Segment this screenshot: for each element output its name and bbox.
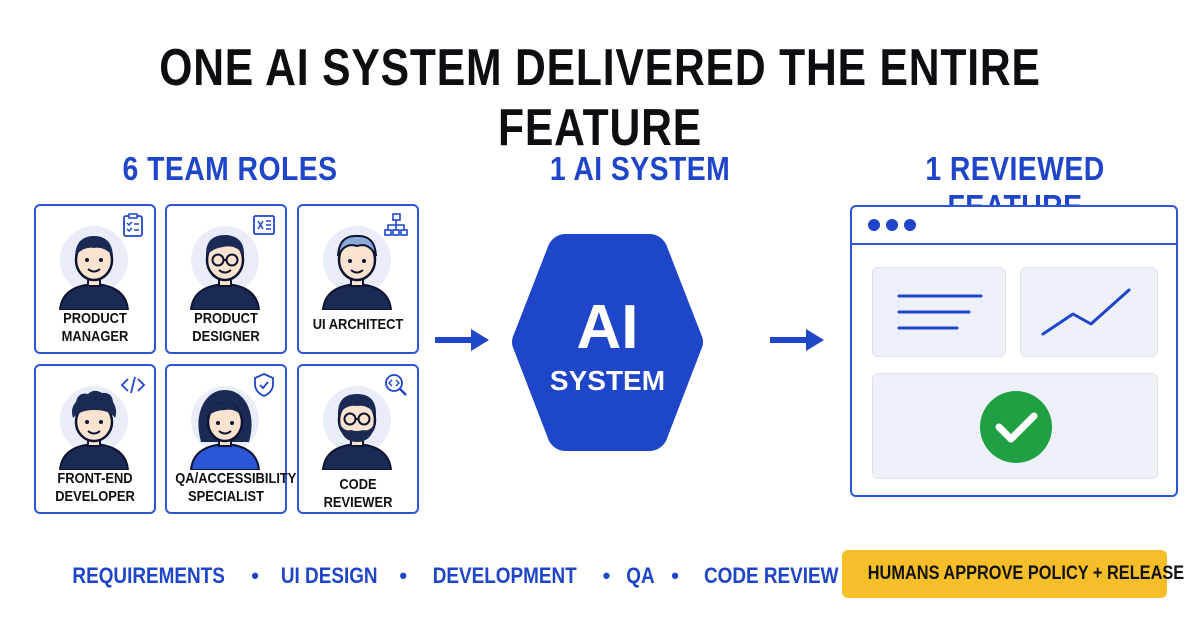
- step-development: DEVELOPMENT: [432, 563, 577, 588]
- step-requirements: REQUIREMENTS: [72, 563, 225, 588]
- sitemap-icon: [384, 213, 408, 236]
- ai-system-heading: 1 AI SYSTEM: [549, 150, 731, 187]
- code-brackets-icon: [120, 376, 146, 394]
- shield-check-icon: [254, 373, 274, 397]
- person-avatar-icon: [189, 226, 261, 310]
- arrow-right-icon: [435, 329, 489, 351]
- arrow-right-icon: [770, 329, 824, 351]
- role-card-ui-architect: UI ARCHITECT: [297, 204, 419, 354]
- person-avatar-icon: [58, 226, 130, 310]
- window-dot: [886, 219, 898, 231]
- text-lines-icon: [897, 294, 983, 330]
- ai-label: AI: [577, 293, 639, 362]
- step-separator: •: [602, 563, 611, 588]
- approval-panel: [872, 373, 1158, 479]
- check-circle-icon: [980, 391, 1052, 463]
- step-code-review: CODE REVIEW: [703, 563, 839, 588]
- role-card-code-reviewer: CODE REVIEWER: [297, 364, 419, 514]
- step-separator: •: [251, 563, 259, 588]
- role-label: UI ARCHITECT: [312, 316, 404, 333]
- design-file-icon: [253, 215, 275, 235]
- ai-system-hexagon: AI SYSTEM: [512, 234, 703, 451]
- window-dot: [868, 219, 880, 231]
- step-separator: •: [399, 563, 408, 588]
- process-steps: REQUIREMENTS • UI DESIGN • DEVELOPMENT •…: [60, 556, 838, 596]
- window-dot: [904, 219, 916, 231]
- step-qa: QA: [626, 563, 655, 588]
- system-label: SYSTEM: [550, 365, 665, 396]
- clipboard-checklist-icon: [123, 213, 143, 237]
- role-label: CODE REVIEWER: [323, 476, 393, 511]
- team-roles-heading: 6 TEAM ROLES: [122, 150, 338, 187]
- trend-line-icon: [1041, 288, 1131, 336]
- step-ui-design: UI DESIGN: [280, 563, 378, 588]
- step-separator: •: [671, 563, 679, 588]
- person-avatar-icon: [321, 226, 393, 310]
- humans-approve-badge: HUMANS APPROVE POLICY + RELEASE: [842, 550, 1184, 598]
- main-title: ONE AI SYSTEM DELIVERED THE ENTIRE FEATU…: [159, 39, 1041, 157]
- person-avatar-icon: [58, 386, 130, 470]
- person-avatar-icon: [189, 386, 261, 470]
- text-panel: [872, 267, 1006, 357]
- feature-window: [850, 205, 1178, 497]
- chart-panel: [1020, 267, 1158, 357]
- window-titlebar-divider: [852, 243, 1176, 245]
- code-magnifier-icon: [385, 374, 407, 396]
- person-avatar-icon: [321, 386, 393, 470]
